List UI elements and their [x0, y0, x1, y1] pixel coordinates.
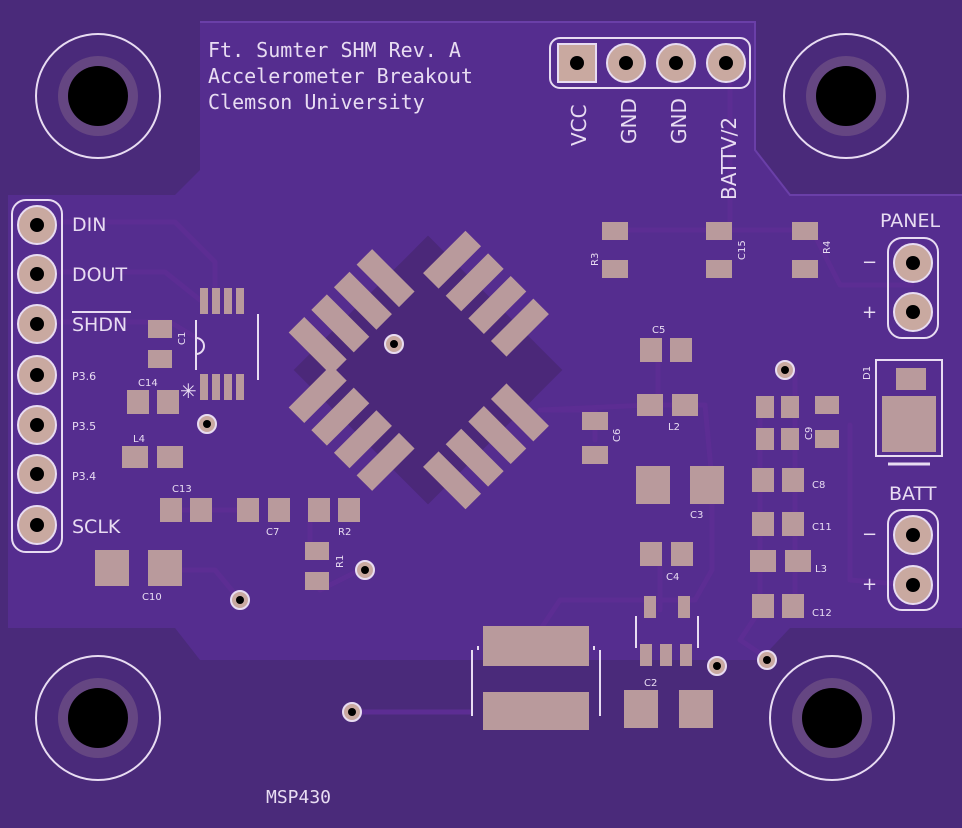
- component-l3: L3: [750, 550, 827, 575]
- mounting-hole-bl: [35, 655, 161, 781]
- component-c3: C3: [636, 466, 724, 521]
- component-c7: C7: [237, 498, 290, 538]
- pin-label-gnd-1: GND: [617, 98, 641, 144]
- svg-text:C5: C5: [652, 325, 665, 336]
- svg-text:C6: C6: [612, 429, 623, 442]
- component-inductor-large: [471, 626, 601, 730]
- pin-label-sclk: SCLK: [72, 516, 121, 538]
- svg-text:C11: C11: [812, 522, 832, 533]
- pin-label-p36: P3.6: [72, 370, 96, 383]
- component-regulator: [635, 596, 699, 666]
- svg-text:R2: R2: [338, 527, 351, 538]
- component-d1: D1: [862, 359, 943, 466]
- pin-label-shdn: SHDN: [72, 314, 127, 336]
- svg-text:D1: D1: [862, 366, 873, 380]
- svg-text:C10: C10: [142, 592, 162, 603]
- component-c8: C8: [752, 468, 825, 492]
- svg-text:C13: C13: [172, 484, 192, 495]
- pin-label-vcc: VCC: [567, 104, 591, 146]
- component-c12: C12: [752, 594, 832, 619]
- pin-label-battv: BATTV/2: [717, 117, 741, 200]
- component-c15: C15: [706, 222, 748, 278]
- svg-text:−: −: [862, 524, 877, 545]
- svg-text:L3: L3: [815, 564, 827, 575]
- svg-text:R4: R4: [822, 241, 833, 254]
- board-title-line3: Clemson University: [208, 90, 425, 114]
- svg-text:+: +: [862, 302, 877, 323]
- svg-text:C12: C12: [812, 608, 832, 619]
- svg-text:C2: C2: [644, 678, 657, 689]
- svg-text:C9: C9: [804, 427, 815, 440]
- svg-text:C3: C3: [690, 510, 703, 521]
- component-c10: C10: [95, 550, 182, 603]
- component-r2: R2: [308, 498, 360, 538]
- svg-text:L2: L2: [668, 422, 680, 433]
- pin-label-p34: P3.4: [72, 470, 96, 483]
- batt-connector: BATT − +: [862, 483, 939, 611]
- component-l4: L4: [122, 434, 183, 468]
- svg-text:C14: C14: [138, 378, 158, 389]
- component-c14: C14: [127, 378, 179, 414]
- svg-text:−: −: [862, 252, 877, 273]
- mounting-hole-tl: [35, 33, 161, 159]
- svg-text:L4: L4: [133, 434, 145, 445]
- svg-text:✳: ✳: [180, 379, 197, 403]
- svg-text:R3: R3: [590, 253, 601, 266]
- left-header: DIN DOUT SHDN P3.6 P3.5 P3.4 SCLK: [11, 199, 131, 553]
- component-r4: R4: [792, 222, 833, 278]
- svg-text:C7: C7: [266, 527, 279, 538]
- component-r1: R1: [305, 542, 346, 590]
- svg-text:C1: C1: [177, 332, 188, 345]
- component-c11: C11: [752, 512, 832, 536]
- component-c2: C2: [624, 678, 713, 728]
- mounting-hole-tr: [783, 33, 909, 159]
- footer-label: MSP430: [266, 787, 331, 808]
- component-c1: C1: [148, 320, 188, 368]
- component-c13: C13: [160, 484, 212, 522]
- board-title-line1: Ft. Sumter SHM Rev. A: [208, 38, 461, 62]
- svg-text:C15: C15: [737, 240, 748, 260]
- panel-label: PANEL: [880, 210, 940, 232]
- component-r3: R3: [590, 222, 628, 278]
- mounting-hole-br: [769, 655, 895, 781]
- pin-label-p35: P3.5: [72, 420, 96, 433]
- component-c4: C4: [640, 542, 693, 583]
- pin-label-gnd-2: GND: [667, 98, 691, 144]
- svg-text:+: +: [862, 574, 877, 595]
- component-c9: C9: [756, 396, 839, 450]
- svg-text:C8: C8: [812, 480, 825, 491]
- board-title-line2: Accelerometer Breakout: [208, 64, 473, 88]
- pin-label-din: DIN: [72, 214, 106, 236]
- component-c5: C5: [640, 325, 692, 362]
- component-c6: C6: [582, 412, 623, 464]
- pin-label-dout: DOUT: [72, 264, 127, 286]
- svg-text:R1: R1: [335, 555, 346, 568]
- batt-label: BATT: [889, 483, 937, 505]
- small-ic: ✳: [180, 288, 259, 403]
- panel-connector: PANEL − +: [862, 210, 940, 339]
- top-header: VCC GND GND BATTV/2: [549, 37, 751, 200]
- accelerometer-ic: [288, 230, 563, 510]
- component-l2: L2: [637, 394, 698, 433]
- svg-text:C4: C4: [666, 572, 679, 583]
